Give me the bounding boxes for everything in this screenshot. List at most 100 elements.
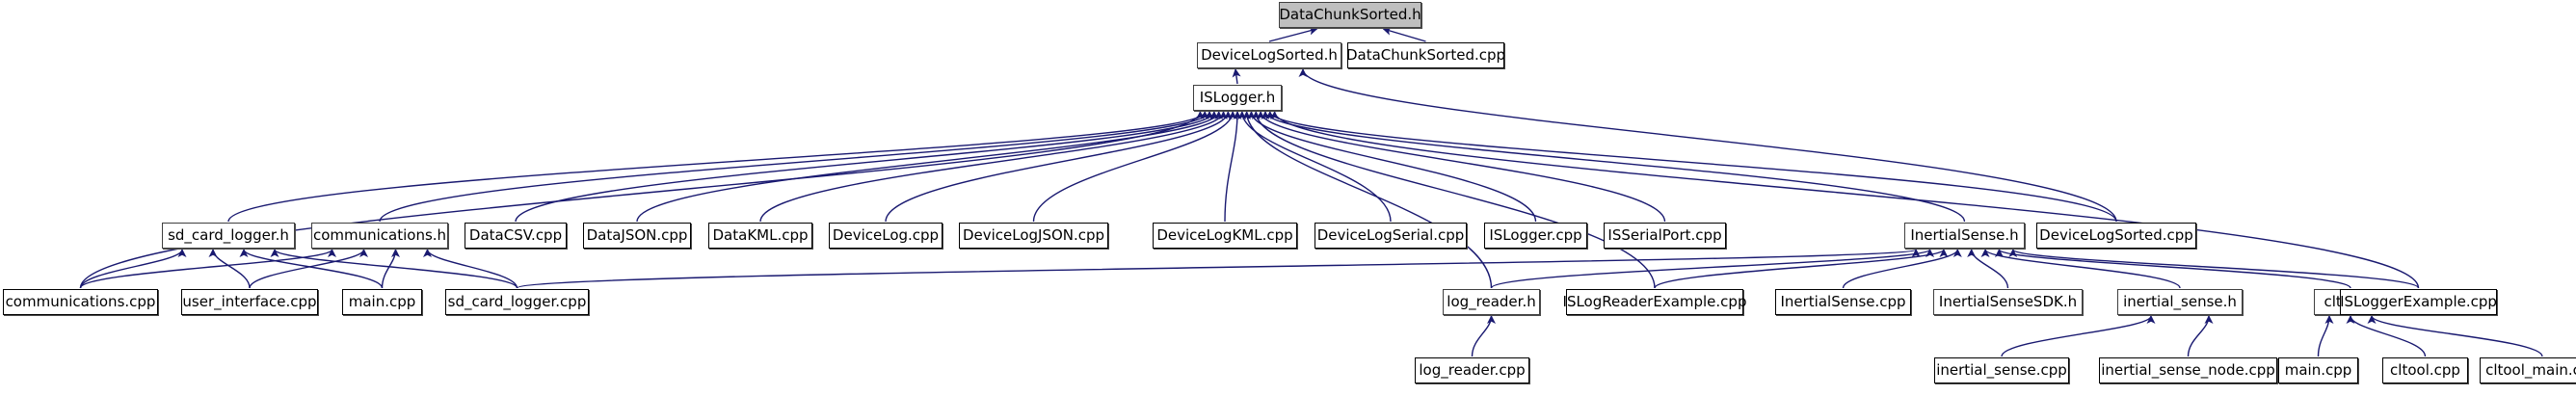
graph-node-label: DeviceLogJSON.cpp bbox=[962, 226, 1105, 244]
graph-edge-log-reader-h-to-islogger-h bbox=[1242, 111, 1493, 289]
graph-node-inertialsensesdk-h[interactable]: InertialSenseSDK.h bbox=[1933, 289, 2083, 315]
graph-node-inertial-sense-node-cpp[interactable]: inertial_sense_node.cpp bbox=[2099, 357, 2277, 383]
graph-node-datakml-cpp[interactable]: DataKML.cpp bbox=[708, 223, 812, 249]
graph-node-label: sd_card_logger.cpp bbox=[447, 293, 587, 310]
graph-edge-datakml-cpp-to-islogger-h bbox=[759, 111, 1228, 223]
graph-node-cltool-cpp[interactable]: cltool.cpp bbox=[2382, 357, 2468, 383]
graph-node-devicelogkml-cpp[interactable]: DeviceLogKML.cpp bbox=[1153, 223, 1297, 249]
graph-node-label: DataKML.cpp bbox=[712, 226, 809, 244]
graph-node-islogger-h[interactable]: ISLogger.h bbox=[1193, 85, 1282, 111]
graph-edge-devicelogjson-cpp-to-islogger-h bbox=[1032, 111, 1237, 223]
graph-node-label: DataChunkSorted.h bbox=[1279, 6, 1421, 23]
graph-node-devicelogjson-cpp[interactable]: DeviceLogJSON.cpp bbox=[959, 223, 1108, 249]
graph-edge-main-cpp-sd-to-sd-card-logger-h bbox=[239, 249, 384, 289]
graph-edge-communications-h-to-islogger-h bbox=[379, 111, 1214, 223]
graph-node-sd-card-logger-h[interactable]: sd_card_logger.h bbox=[162, 223, 295, 249]
graph-node-label: InertialSense.h bbox=[1910, 226, 2019, 244]
graph-edge-isloggerexample-cpp-to-islogger-h bbox=[1270, 111, 2420, 289]
graph-node-label: InertialSenseSDK.h bbox=[1938, 293, 2078, 310]
graph-node-label: user_interface.cpp bbox=[182, 293, 317, 310]
graph-edge-log-reader-h-to-inertialsense-h bbox=[1490, 249, 1934, 289]
graph-edge-sd-card-logger-cpp-to-communications-h bbox=[423, 249, 518, 289]
graph-node-cltool-main-cpp[interactable]: cltool_main.cpp bbox=[2480, 357, 2576, 383]
graph-node-label: InertialSense.cpp bbox=[1780, 293, 1906, 310]
graph-edge-inertialsense-cpp-to-inertialsense-h bbox=[1842, 249, 1962, 289]
graph-edge-datachunksorted-cpp-to-datachunksorted-h bbox=[1382, 26, 1426, 42]
graph-node-label: cltool.cpp bbox=[2390, 361, 2460, 379]
graph-node-label: main.cpp bbox=[348, 293, 416, 310]
graph-node-log-reader-h[interactable]: log_reader.h bbox=[1443, 289, 1540, 315]
graph-edge-communications-cpp-to-islogger-h bbox=[79, 111, 1205, 289]
graph-node-label: inertial_sense.h bbox=[2123, 293, 2237, 310]
graph-edge-inertialsensesdk-h-to-inertialsense-h bbox=[1967, 249, 2009, 289]
graph-node-label: DataJSON.cpp bbox=[586, 226, 688, 244]
graph-node-label: sd_card_logger.h bbox=[168, 226, 289, 244]
graph-node-inertial-sense-cpp[interactable]: inertial_sense.cpp bbox=[1934, 357, 2069, 383]
graph-edge-cltool-h-to-inertialsense-h bbox=[1995, 249, 2351, 289]
graph-edge-sd-card-logger-h-to-islogger-h bbox=[227, 111, 1209, 223]
graph-node-label: DataCSV.cpp bbox=[468, 226, 563, 244]
graph-edge-sd-card-logger-cpp-to-inertialsense-h bbox=[516, 249, 1920, 289]
graph-node-main-cpp-sd[interactable]: main.cpp bbox=[342, 289, 422, 315]
graph-edge-inertial-sense-cpp-to-inertial-sense-h bbox=[2001, 315, 2156, 357]
graph-node-label: DeviceLogSorted.cpp bbox=[2039, 226, 2193, 244]
graph-node-label: DeviceLog.cpp bbox=[832, 226, 940, 244]
graph-node-label: ISLoggerExample.cpp bbox=[2340, 293, 2497, 310]
graph-edge-inertial-sense-node-cpp-to-inertial-sense-h bbox=[2187, 315, 2214, 357]
graph-node-devicelogsorted-cpp[interactable]: DeviceLogSorted.cpp bbox=[2036, 223, 2196, 249]
graph-edge-inertialsense-h-to-islogger-h bbox=[1261, 111, 1966, 223]
graph-edge-isloggerexample-cpp-to-inertialsense-h bbox=[2008, 249, 2420, 289]
graph-node-label: ISLogger.cpp bbox=[1489, 226, 1582, 244]
graph-node-datacsv-cpp[interactable]: DataCSV.cpp bbox=[465, 223, 567, 249]
graph-node-label: ISLogger.h bbox=[1199, 89, 1276, 106]
graph-node-label: main.cpp bbox=[2284, 361, 2352, 379]
graph-node-main-cpp-cltool[interactable]: main.cpp bbox=[2278, 357, 2358, 383]
graph-edge-main-cpp-sd-to-communications-h bbox=[381, 249, 400, 289]
graph-edge-devicelogsorted-cpp-to-devicelogsorted-h bbox=[1298, 68, 2117, 223]
graph-edge-cltool-cpp-to-cltool-h bbox=[2346, 315, 2427, 357]
graph-node-datachunksorted-cpp[interactable]: DataChunkSorted.cpp bbox=[1345, 42, 1506, 68]
graph-edge-devicelogserial-cpp-to-islogger-h bbox=[1237, 111, 1392, 223]
graph-node-isloggerexample-cpp[interactable]: ISLoggerExample.cpp bbox=[2340, 289, 2497, 315]
graph-node-devicelogserial-cpp[interactable]: DeviceLogSerial.cpp bbox=[1315, 223, 1467, 249]
graph-node-label: DeviceLogSorted.h bbox=[1201, 46, 1338, 64]
graph-node-isserialport-cpp[interactable]: ISSerialPort.cpp bbox=[1604, 223, 1726, 249]
graph-edge-devicelogsorted-h-to-datachunksorted-h bbox=[1268, 26, 1318, 42]
graph-node-inertialsense-h[interactable]: InertialSense.h bbox=[1904, 223, 2025, 249]
graph-node-islogreaderexample-cpp[interactable]: ISLogReaderExample.cpp bbox=[1563, 289, 1746, 315]
graph-node-devicelog-cpp[interactable]: DeviceLog.cpp bbox=[829, 223, 943, 249]
graph-edge-inertial-sense-h-to-inertialsense-h bbox=[1980, 249, 2181, 289]
graph-edge-islogger-h-to-devicelogsorted-h bbox=[1232, 68, 1241, 85]
graph-node-label: DeviceLogKML.cpp bbox=[1156, 226, 1293, 244]
graph-edge-isserialport-cpp-to-islogger-h bbox=[1256, 111, 1666, 223]
graph-node-inertialsense-cpp[interactable]: InertialSense.cpp bbox=[1775, 289, 1911, 315]
graph-edge-devicelogkml-cpp-to-islogger-h bbox=[1224, 111, 1242, 223]
graph-node-user-interface-cpp[interactable]: user_interface.cpp bbox=[181, 289, 318, 315]
graph-edge-sd-card-logger-cpp-to-sd-card-logger-h bbox=[270, 249, 518, 289]
graph-node-islogger-cpp[interactable]: ISLogger.cpp bbox=[1484, 223, 1587, 249]
graph-node-datajson-cpp[interactable]: DataJSON.cpp bbox=[583, 223, 691, 249]
graph-edge-user-interface-cpp-to-communications-h bbox=[249, 249, 368, 289]
graph-edge-user-interface-cpp-to-sd-card-logger-h bbox=[208, 249, 251, 289]
graph-node-inertial-sense-h[interactable]: inertial_sense.h bbox=[2117, 289, 2243, 315]
graph-node-log-reader-cpp[interactable]: log_reader.cpp bbox=[1415, 357, 1529, 383]
graph-edge-islogger-cpp-to-islogger-h bbox=[1247, 111, 1537, 223]
graph-node-sd-card-logger-cpp[interactable]: sd_card_logger.cpp bbox=[445, 289, 589, 315]
graph-node-communications-h[interactable]: communications.h bbox=[311, 223, 448, 249]
graph-node-label: cltool_main.cpp bbox=[2485, 361, 2576, 379]
graph-node-label: DataChunkSorted.cpp bbox=[1345, 46, 1506, 64]
graph-edge-islogreaderexample-cpp-to-islogger-h bbox=[1251, 111, 1656, 289]
graph-node-label: inertial_sense_node.cpp bbox=[2101, 361, 2275, 379]
graph-node-devicelogsorted-h[interactable]: DeviceLogSorted.h bbox=[1197, 42, 1341, 68]
graph-node-label: log_reader.cpp bbox=[1419, 361, 1526, 379]
graph-edge-main-cpp-cltool-to-cltool-h bbox=[2317, 315, 2334, 357]
graph-edge-datajson-cpp-to-islogger-h bbox=[636, 111, 1224, 223]
graph-edge-communications-cpp-to-sd-card-logger-h bbox=[79, 249, 187, 289]
graph-node-label: ISSerialPort.cpp bbox=[1607, 226, 1722, 244]
graph-node-communications-cpp[interactable]: communications.cpp bbox=[3, 289, 158, 315]
graph-edge-islogreaderexample-cpp-to-inertialsense-h bbox=[1654, 249, 1949, 289]
graph-edge-devicelogsorted-cpp-to-islogger-h bbox=[1265, 111, 2117, 223]
graph-edge-communications-cpp-to-communications-h bbox=[79, 249, 336, 289]
graph-node-datachunksorted-h[interactable]: DataChunkSorted.h bbox=[1279, 2, 1421, 28]
graph-node-label: communications.h bbox=[312, 226, 447, 244]
